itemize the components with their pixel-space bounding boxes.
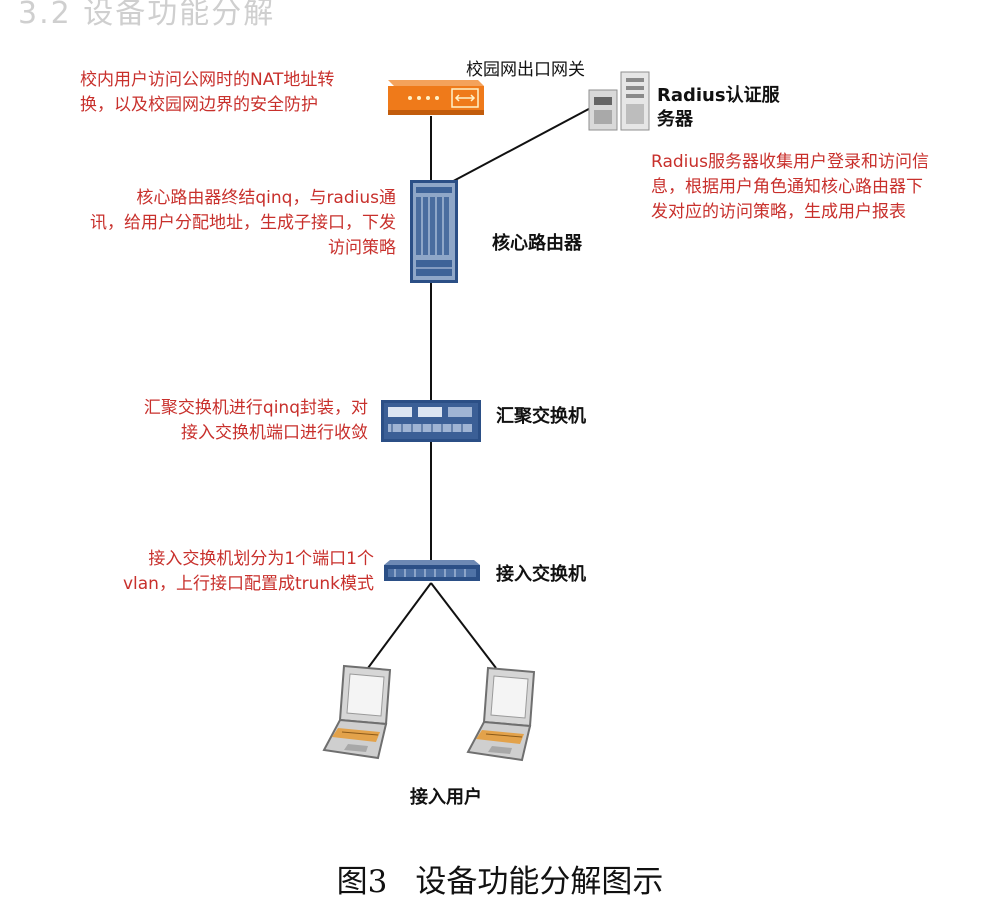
switch-icon [384, 560, 480, 581]
users-label: 接入用户 [410, 787, 482, 808]
radius-label-line: 务器 [657, 109, 693, 130]
laptop-icon [322, 664, 392, 760]
laptop-icon [466, 666, 536, 762]
core-note-line: 核心路由器终结qinq，与radius通 [136, 188, 396, 208]
radius-note-line: 发对应的访问策略，生成用户报表 [651, 202, 906, 222]
core-label: 核心路由器 [492, 233, 582, 254]
radius-label-line: Radius认证服 [657, 85, 780, 106]
aggregation-note: 汇聚交换机进行qinq封装，对 接入交换机端口进行收敛 [144, 396, 368, 446]
figure-number: 图3 [336, 864, 388, 900]
access-note: 接入交换机划分为1个端口1个 vlan，上行接口配置成trunk模式 [123, 547, 374, 597]
radius-note-line: 息，根据用户角色通知核心路由器下 [651, 177, 923, 197]
link-radius-core [443, 102, 601, 187]
link-access-user-left [367, 582, 432, 669]
switch-icon [381, 400, 481, 442]
access-label: 接入交换机 [496, 564, 586, 585]
links [367, 102, 601, 669]
core-note-line: 访问策略 [328, 238, 396, 258]
gateway-note-line: 换，以及校园网边界的安全防护 [80, 95, 318, 115]
access-note-line: vlan，上行接口配置成trunk模式 [122, 574, 374, 594]
core-note: 核心路由器终结qinq，与radius通 讯，给用户分配地址，生成子接口，下发 … [90, 186, 396, 261]
server-icon [588, 71, 650, 131]
gateway-note: 校内用户访问公网时的NAT地址转 换，以及校园网边界的安全防护 [80, 68, 334, 118]
gateway-label: 校园网出口网关 [466, 60, 585, 80]
figure-caption: 图3 设备功能分解图示 [0, 856, 1000, 901]
radius-note-line: Radius服务器收集用户登录和访问信 [651, 152, 930, 172]
radius-note: Radius服务器收集用户登录和访问信 息，根据用户角色通知核心路由器下 发对应… [651, 150, 929, 225]
section-heading: 3.2 设备功能分解 [18, 0, 276, 31]
router-icon [410, 180, 458, 283]
gateway-note-line: 校内用户访问公网时的NAT地址转 [80, 70, 335, 90]
firewall-icon [388, 80, 484, 115]
aggregation-note-line: 汇聚交换机进行qinq封装，对 [143, 398, 368, 418]
link-access-user-right [430, 582, 497, 669]
core-note-line: 讯，给用户分配地址，生成子接口，下发 [90, 213, 396, 233]
aggregation-note-line: 接入交换机端口进行收敛 [181, 423, 368, 443]
aggregation-label: 汇聚交换机 [496, 406, 586, 427]
figure-title: 设备功能分解图示 [415, 864, 664, 900]
access-note-line: 接入交换机划分为1个端口1个 [148, 549, 374, 569]
radius-label: Radius认证服 务器 [657, 84, 780, 132]
